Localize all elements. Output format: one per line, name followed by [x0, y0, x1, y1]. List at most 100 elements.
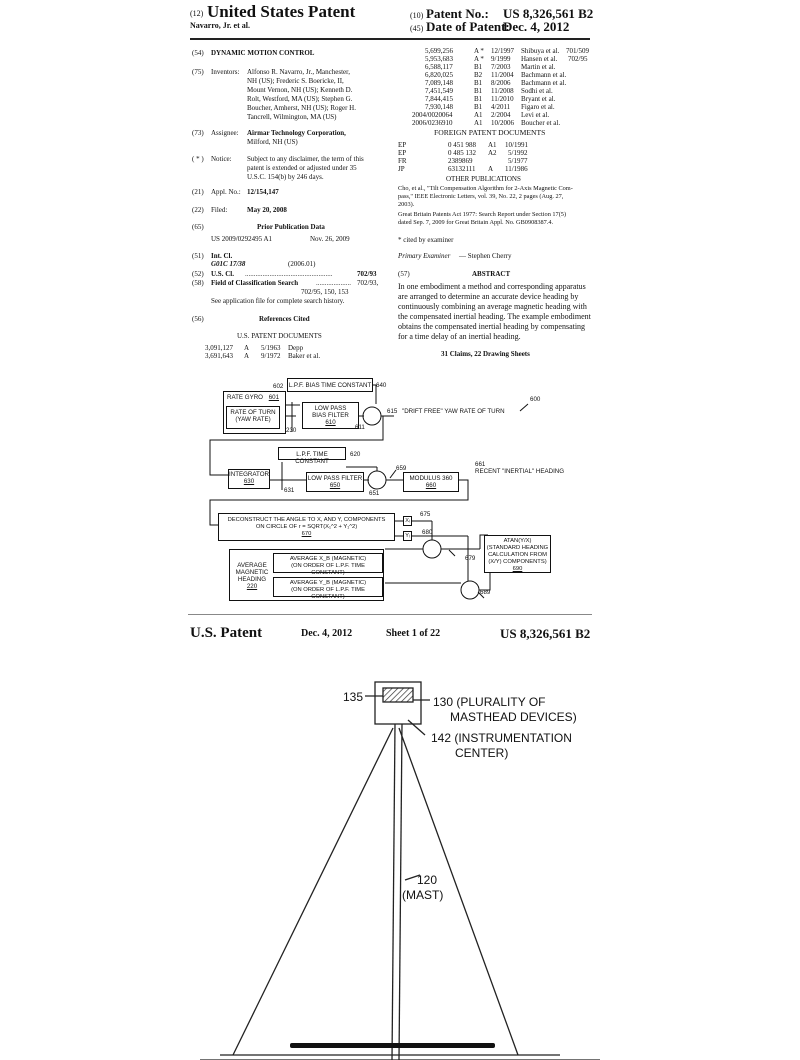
sheet-number: Sheet 1 of 22: [386, 628, 441, 639]
lpf-bias-time-constant-box: L.P.F. BIAS TIME CONSTANT: [287, 378, 373, 392]
ref-name: Baker et al.: [288, 352, 321, 360]
ref-date: 11/2008: [491, 87, 514, 95]
inventor-line: Alfonso R. Navarro, Jr., Manchester,: [247, 68, 350, 76]
ref-130-label-2: MASTHEAD DEVICES): [450, 710, 577, 724]
avg-mag-label-group: AVERAGE MAGNETIC HEADING 220: [232, 562, 272, 590]
ref-670: 670: [301, 531, 312, 537]
abstract-code: (57): [398, 270, 410, 278]
sheet-date: Dec. 4, 2012: [301, 628, 353, 639]
ref-kind: B1: [474, 95, 483, 103]
ref-number: 2004/0020064: [412, 111, 453, 119]
ref-kind: B2: [474, 71, 483, 79]
lpbf-label-2: BIAS FILTER: [312, 412, 349, 419]
other-line: dated Sep. 7, 2009 for Great Britain App…: [398, 219, 554, 226]
abstract-line: In one embodiment a method and correspon…: [398, 282, 586, 291]
ref-number: 6,588,117: [425, 63, 453, 71]
ref-date: 9/1999: [491, 55, 511, 63]
inventor-line: Tancrell, Wilmington, MA (US): [247, 113, 337, 121]
foreign-date: 5/1977: [508, 157, 528, 165]
lpf-time-constant-box: L.P.F. TIME CONSTANT: [278, 447, 346, 465]
prior-code: (65): [192, 223, 204, 231]
integrator-box: INTEGRATOR 630: [228, 469, 270, 489]
ref-631: 631: [284, 487, 295, 494]
avg-mag-label-2: MAGNETIC: [235, 569, 269, 576]
ref-name: Boucher et al.: [521, 119, 561, 127]
ref-230: 230: [286, 427, 297, 434]
ref-kind: B1: [474, 63, 483, 71]
foreign-kind: A2: [488, 149, 497, 157]
ref-number: 6,820,025: [425, 71, 453, 79]
masthead-device-box: [374, 681, 422, 725]
ref-kind: A1: [474, 111, 483, 119]
ref-name: Hansen et al.: [521, 55, 558, 63]
ref-number: 3,091,127: [205, 344, 233, 352]
rate-gyro-label: RATE GYRO: [227, 394, 263, 401]
atan-label-2: (STANDARD HEADING: [486, 545, 549, 551]
field-leader: ....................: [316, 279, 351, 287]
cited-note: * cited by examiner: [398, 236, 454, 244]
lpf-bias-label: L.P.F. BIAS TIME CONSTANT: [288, 382, 372, 389]
notice-label: Notice:: [211, 155, 232, 163]
ref-class: 702/95: [568, 55, 588, 63]
intcl-label: Int. Cl.: [211, 252, 233, 260]
ref-142-label: 142 (INSTRUMENTATION: [431, 731, 572, 745]
block-diagram-lines: [209, 384, 529, 600]
ref-number: 3,691,643: [205, 352, 233, 360]
appl-number: 12/154,147: [247, 188, 279, 196]
ref-name: Martin et al.: [521, 63, 556, 71]
ref-kind: A1: [474, 119, 483, 127]
notice-line: U.S.C. 154(b) by 246 days.: [247, 173, 324, 181]
ref-name: Bachmann et al.: [521, 79, 567, 87]
ref-220: 220: [246, 583, 258, 590]
ref-name: Levi et al.: [521, 111, 550, 119]
ref-date: 7/2003: [491, 63, 511, 71]
foreign-kind: A1: [488, 141, 497, 149]
inventor-line: Mount Vernon, NH (US); Kenneth D.: [247, 86, 353, 94]
drift-free-label: "DRIFT FREE" YAW RATE OF TURN: [402, 408, 505, 415]
ref-date: 4/2011: [491, 103, 511, 111]
foreign-number: 2389869: [448, 157, 473, 165]
ref-130-label: 130 (PLURALITY OF: [433, 695, 546, 709]
foreign-number: 63132111: [448, 165, 476, 173]
ref-class: 701/509: [566, 47, 589, 55]
avg-y-label: AVERAGE Y_B (MAGNETIC): [289, 580, 367, 586]
deconstruct-label-2: ON CIRCLE OF r = SQRT(X₁^2 + Y₁^2): [255, 524, 358, 530]
ref-650: 650: [329, 482, 341, 489]
atan-heading-box: ATAN(Y/X) (STANDARD HEADING CALCULATION …: [484, 535, 551, 573]
page-separator: [188, 614, 592, 615]
assignee-line: Airmar Technology Corporation,: [247, 129, 346, 137]
avg-x-label: AVERAGE X_B (MAGNETIC): [289, 556, 367, 562]
modulus-label: MODULUS 360: [409, 475, 453, 482]
ref-number: 7,930,148: [425, 103, 453, 111]
prior-date: Nov. 26, 2009: [310, 235, 350, 243]
lpbf-label: LOW PASS: [314, 405, 347, 412]
patent-title: DYNAMIC MOTION CONTROL: [211, 49, 315, 57]
other-line: Great Britain Patents Act 1977: Search R…: [398, 211, 567, 218]
ref-date: 9/1972: [261, 352, 281, 360]
ref-date: 10/2006: [491, 119, 514, 127]
date-label: Date of Patent:: [426, 19, 510, 34]
ref-602: 602: [273, 383, 284, 390]
ref-date: 5/1963: [261, 344, 281, 352]
other-line: pass," IEEE Electronic Letters, vol. 39,…: [398, 193, 564, 200]
ref-name: Depp: [288, 344, 304, 352]
ref-kind: B1: [474, 79, 483, 87]
filed-date: May 20, 2008: [247, 206, 287, 214]
ref-date: 8/2006: [491, 79, 511, 87]
refs-title: References Cited: [259, 315, 310, 323]
intcl-class: G01C 17/38: [211, 260, 246, 268]
notice-line: patent is extended or adjusted under 35: [247, 164, 357, 172]
abstract-line: obtains the compensated inertial heading…: [398, 322, 586, 331]
ref-name: Bryant et al.: [521, 95, 556, 103]
foreign-cc: EP: [398, 141, 407, 149]
xi-label: Xᵢ: [405, 518, 410, 524]
assignee-code: (73): [192, 129, 204, 137]
ref-142-label-2: CENTER): [455, 746, 509, 760]
foreign-title: FOREIGN PATENT DOCUMENTS: [434, 128, 546, 137]
ref-611: 611: [355, 424, 365, 431]
ref-661: 661: [475, 461, 486, 468]
filed-label: Filed:: [211, 206, 228, 214]
ref-651: 651: [369, 490, 380, 497]
ref-number: 7,089,148: [425, 79, 453, 87]
lpf-time-label: L.P.F. TIME CONSTANT: [295, 451, 329, 465]
